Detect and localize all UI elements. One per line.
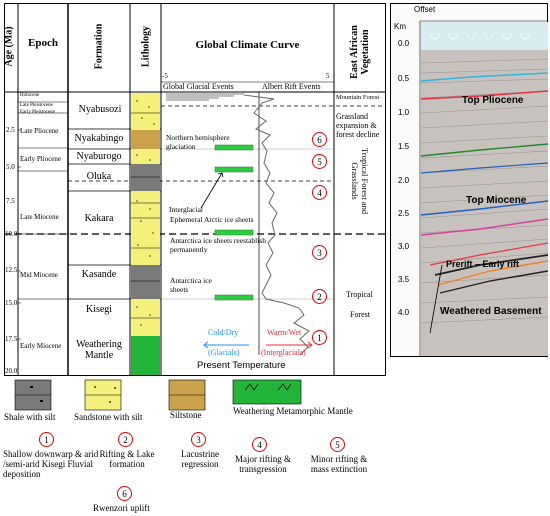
annotation-ephemeral: Ephemeral Arctic ice sheets [170, 215, 254, 224]
epoch-late-pliocene: Late Pliocene [20, 127, 59, 135]
rift-event-5: 5 [312, 154, 327, 169]
age-7-5: 7.5 [6, 197, 15, 205]
legend-event-2-number: 2 [118, 432, 133, 447]
legend-event-5-number: 5 [330, 437, 345, 452]
epoch-early-pliocene: Early Pliocene [20, 155, 62, 163]
climate-header: Global Climate Curve [195, 39, 300, 51]
annotation-northern: Northern hemisphere glaciation [166, 133, 230, 151]
rift-event-4: 4 [312, 185, 327, 200]
depth-1-0: 1.0 [398, 108, 410, 117]
legend-event-6-text: Rwenzori uplift [93, 503, 150, 513]
formation-nyakabingo: Nyakabingo [74, 133, 124, 144]
legend-sandstone: Sandstone with silt [74, 412, 143, 422]
rift-event-6: 6 [312, 132, 327, 147]
legend-event-4-text: Major rifting & transgression [235, 454, 291, 474]
age-5-0: 5.0 [6, 163, 15, 171]
strat-chart: Age (Ma) Epoch Formation Lithology Globa… [4, 3, 386, 376]
age-header: Age (Ma) [3, 26, 15, 67]
legend-event-5-text: Minor rifting & mass extinction [310, 454, 368, 474]
epoch-late-miocene: Late Miocene [20, 213, 59, 221]
annotation-antarctica-reestablish: Antarctica ice sheets reestablish perman… [170, 236, 266, 254]
label-glacials: (Glacials) [208, 348, 240, 357]
formation-kakara: Kakara [84, 213, 114, 224]
veg-grassland: Grassland expansion & forest decline [336, 112, 380, 139]
legend-weathering: Weathering Metamorphic Mantle [233, 406, 353, 416]
depth-0-0: 0.0 [398, 39, 410, 48]
age-12-5: 12.5 [5, 266, 18, 274]
vegetation-header: East African Vegetation [349, 25, 371, 79]
veg-tropical-grass: Tropical Forest and Grasslands [350, 147, 370, 215]
seismic-section: Offset Km 0.0 0.5 1.0 1.5 2.0 2.5 3.0 3.… [390, 3, 548, 357]
label-prerift: Prerift – Early rift [446, 259, 520, 269]
label-cold: Cold/Dry [208, 328, 239, 337]
age-2-5: 2.5 [6, 126, 15, 134]
depth-2-0: 2.0 [398, 176, 410, 185]
label-warm: Warm/Wet [267, 328, 302, 337]
formation-header: Formation [93, 23, 105, 70]
epoch-early-miocene: Early Miocene [20, 342, 62, 350]
label-top-pliocene: Top Pliocene [462, 95, 524, 106]
annotation-antarctica: Antarctica ice sheets [170, 276, 212, 294]
depth-3-5: 3.5 [398, 275, 410, 284]
rift-events-label: Albert Rift Events [262, 82, 321, 91]
label-weathered-basement: Weathered Basement [440, 306, 542, 317]
label-interglacials: (Interglacials) [261, 348, 306, 357]
rift-event-2: 2 [312, 289, 327, 304]
label-top-miocene: Top Miocene [466, 195, 527, 206]
depth-0-5: 0.5 [398, 74, 410, 83]
legend-event-1-number: 1 [39, 432, 54, 447]
depth-2-5: 2.5 [398, 209, 410, 218]
seismic-km-label: Km [394, 22, 406, 31]
annotation-interglacial: Interglacial [169, 205, 204, 214]
seismic-offset-label: Offset [414, 5, 436, 14]
formation-kisegi: Kisegi [85, 304, 113, 315]
formation-oluka: Oluka [86, 171, 112, 182]
age-20-0: 20.0 [5, 367, 18, 375]
veg-tropical: Tropical [346, 290, 373, 299]
legend-swatches [14, 379, 302, 411]
epoch-holocene: Holocene [20, 93, 40, 98]
strat-chart-frame [4, 3, 386, 376]
seismic-image [390, 3, 548, 357]
glacial-events-label: Global Glacial Events [163, 82, 234, 91]
formation-weathering-mantle: Weathering Mantle [76, 339, 122, 361]
label-present-temperature: Present Temperature [197, 360, 286, 371]
legend-event-3-text: Lacustrine regression [181, 449, 219, 469]
legend-event-4-number: 4 [252, 437, 267, 452]
formation-nyabusozi: Nyabusozi [78, 104, 122, 115]
legend-event-2-text: Rifting & Lake formation [99, 449, 155, 469]
age-15-0: 15.0 [5, 299, 18, 307]
veg-mountain: Mountain Forest [336, 94, 380, 101]
rift-event-1: 1 [312, 330, 327, 345]
depth-3-0: 3.0 [398, 242, 410, 251]
epoch-late-pleistocene: Late Pleistocene [20, 103, 53, 108]
epoch-early-pleistocene: Early Pleistocene [20, 110, 55, 115]
legend-event-1-text: Shallow downwarp & arid /semi-arid Kiseg… [3, 449, 99, 479]
veg-forest: Forest [350, 310, 370, 319]
depth-4-0: 4.0 [398, 308, 410, 317]
weathering-swatch [232, 379, 302, 405]
legend-event-6-number: 6 [117, 486, 132, 501]
formation-nyaburogo: Nyaburogo [76, 151, 122, 162]
age-10-0: 10.0 [5, 230, 18, 238]
scale-right: 5 [326, 72, 330, 80]
legend-siltstone: Siltstone [170, 410, 202, 420]
scale-left: -5 [162, 72, 168, 80]
depth-1-5: 1.5 [398, 142, 410, 151]
lithology-header: Lithology [140, 25, 152, 68]
legend-shale: Shale with silt [4, 412, 56, 422]
legend-event-3-number: 3 [191, 432, 206, 447]
formation-kasande: Kasande [81, 269, 117, 280]
age-17-5: 17.5 [5, 335, 18, 343]
climate-curve [243, 94, 310, 356]
rift-event-3: 3 [312, 245, 327, 260]
epoch-mid-miocene: Mid Miocene [20, 271, 58, 279]
epoch-header: Epoch [28, 37, 58, 49]
